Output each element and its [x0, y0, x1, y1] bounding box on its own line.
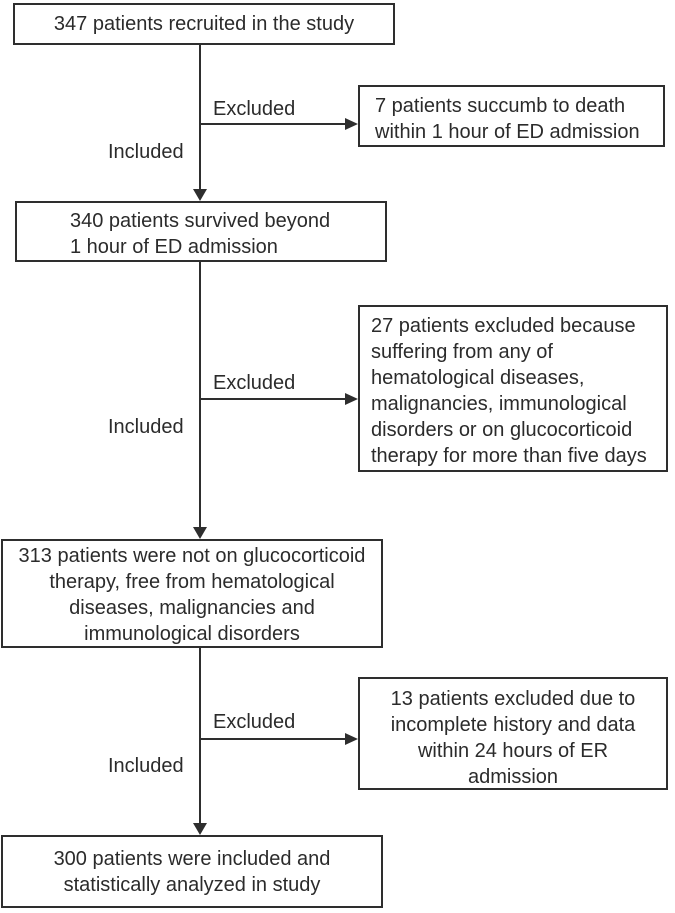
exclusion-box-death-text: 7 patients succumb to death within 1 hou… [375, 95, 640, 143]
arrow-right-icon [345, 393, 358, 405]
flow-box-recruited-text: 347 patients recruited in the study [53, 13, 355, 35]
exclusion-box-incomplete-data: 13 patients excluded due to incomplete h… [358, 677, 668, 790]
arrow-right-icon [345, 118, 358, 130]
label-included-2: Included [108, 416, 184, 438]
connector-down-2 [199, 262, 201, 528]
connector-down-3 [199, 648, 201, 824]
flow-box-eligible: 313 patients were not on glucocorticoid … [1, 539, 383, 648]
label-excluded-3: Excluded [213, 711, 296, 733]
connector-branch-2 [200, 398, 346, 400]
flow-box-survived-text: 340 patients survived beyond 1 hour of E… [70, 210, 331, 258]
exclusion-box-incomplete-data-text: 13 patients excluded due to incomplete h… [390, 688, 636, 788]
exclusion-box-comorbidity: 27 patients excluded because suffering f… [358, 305, 668, 472]
arrow-down-icon [193, 527, 207, 539]
flow-box-analyzed: 300 patients were included and statistic… [1, 835, 383, 908]
arrow-down-icon [193, 189, 207, 201]
flow-box-recruited: 347 patients recruited in the study [13, 3, 395, 45]
flow-box-analyzed-text: 300 patients were included and statistic… [53, 847, 331, 896]
connector-down-1 [199, 45, 201, 190]
arrow-down-icon [193, 823, 207, 835]
label-excluded-1: Excluded [213, 98, 296, 120]
label-included-3: Included [108, 755, 184, 777]
flow-box-survived: 340 patients survived beyond 1 hour of E… [15, 201, 387, 262]
connector-branch-1 [200, 123, 346, 125]
exclusion-box-comorbidity-text: 27 patients excluded because suffering f… [371, 315, 647, 467]
connector-branch-3 [200, 738, 346, 740]
label-excluded-2: Excluded [213, 372, 296, 394]
flow-box-eligible-text: 313 patients were not on glucocorticoid … [18, 545, 366, 645]
label-included-1: Included [108, 141, 184, 163]
arrow-right-icon [345, 733, 358, 745]
exclusion-box-death: 7 patients succumb to death within 1 hou… [358, 85, 665, 147]
